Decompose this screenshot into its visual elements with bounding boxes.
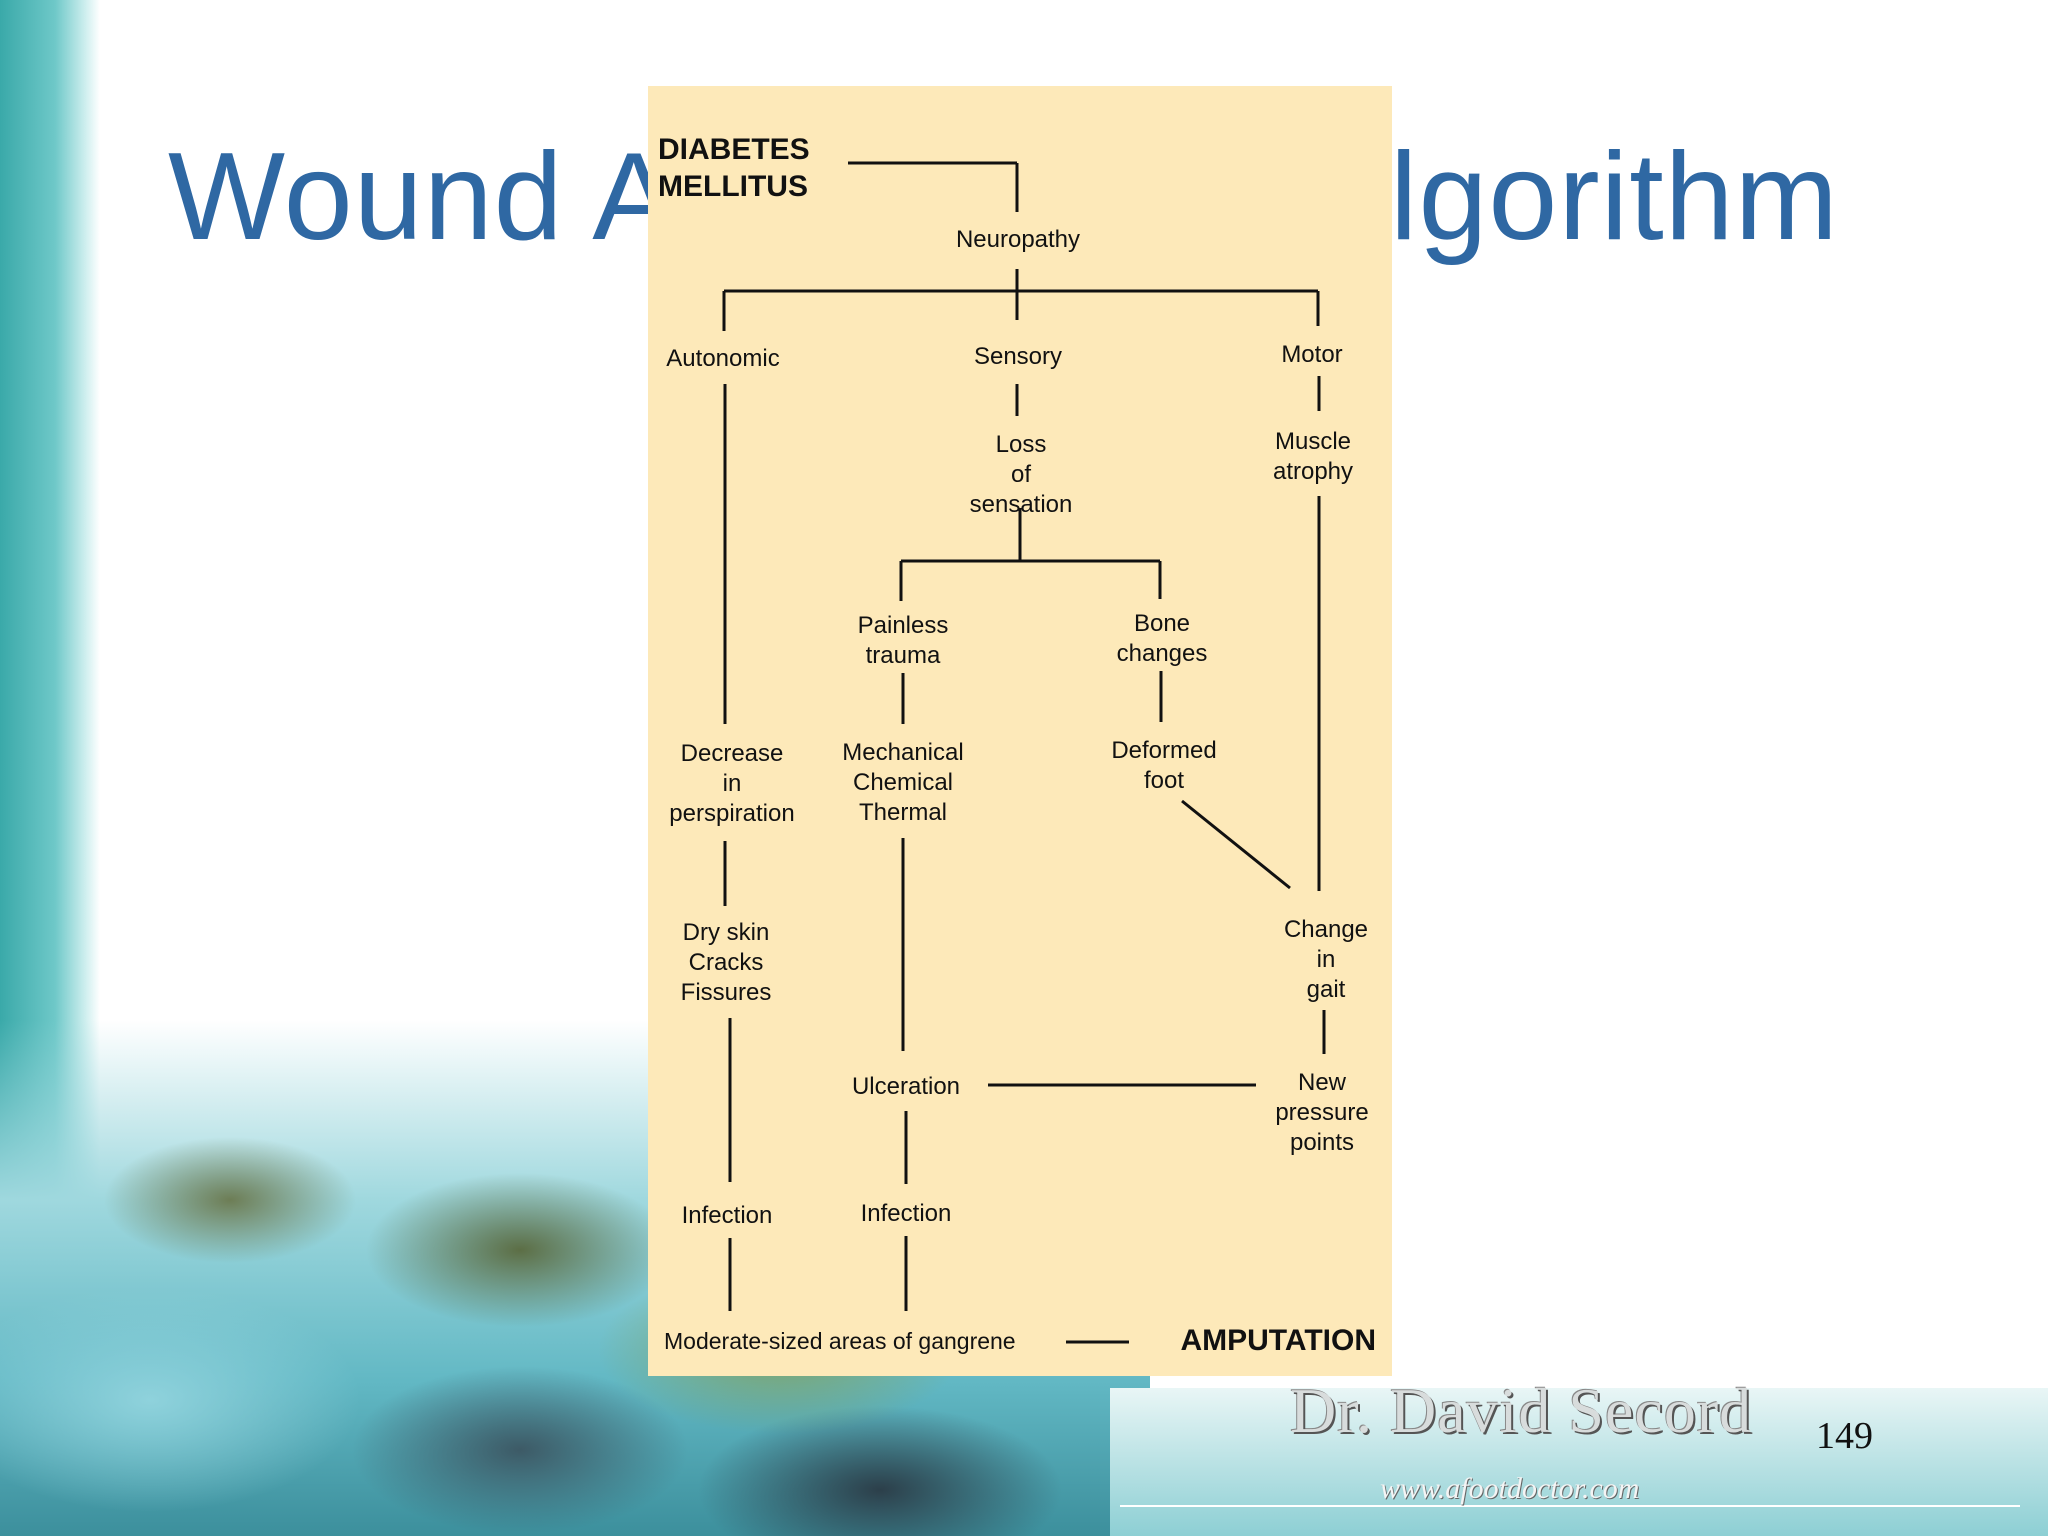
- node-text-line: MELLITUS: [658, 170, 808, 203]
- node-text-line: Painless: [858, 612, 949, 639]
- node-text-line: changes: [1117, 640, 1208, 667]
- node-atrophy: Muscle atrophy: [1273, 428, 1353, 485]
- node-deformed: Deformed foot: [1111, 737, 1216, 794]
- node-text-line: Change: [1284, 916, 1368, 943]
- footer-divider: [1120, 1505, 2020, 1507]
- page-number: 149: [1816, 1415, 1873, 1457]
- node-text-line: Autonomic: [666, 345, 779, 372]
- node-pressure: New pressure points: [1275, 1069, 1368, 1156]
- node-infection-mid: Infection: [861, 1200, 952, 1227]
- node-text-line: foot: [1144, 767, 1184, 794]
- node-text-line: gait: [1307, 976, 1346, 1003]
- footer-band: [1110, 1388, 2048, 1536]
- node-text-line: sensation: [970, 491, 1073, 518]
- node-painless: Painless trauma: [858, 612, 949, 669]
- node-gangrene: Moderate-sized areas of gangrene: [664, 1328, 1016, 1354]
- node-text-line: Fissures: [681, 979, 772, 1006]
- node-text-line: Loss: [996, 431, 1047, 458]
- node-text-line: Sensory: [974, 343, 1062, 370]
- node-text-line: Moderate-sized areas of gangrene: [664, 1328, 1016, 1354]
- node-text-line: points: [1290, 1129, 1354, 1156]
- node-text-line: Motor: [1281, 341, 1342, 368]
- node-text-line: Neuropathy: [956, 226, 1080, 253]
- node-text-line: of: [1011, 461, 1031, 488]
- footer-url: www.afootdoctor.com: [1380, 1472, 1640, 1505]
- node-sensory: Sensory: [974, 343, 1062, 370]
- node-ulceration: Ulceration: [852, 1073, 960, 1100]
- node-text-line: in: [1317, 946, 1336, 973]
- node-text-line: Deformed: [1111, 737, 1216, 764]
- node-amputation: AMPUTATION: [1180, 1324, 1376, 1357]
- node-text-line: atrophy: [1273, 458, 1353, 485]
- node-motor: Motor: [1281, 341, 1342, 368]
- node-text-line: pressure: [1275, 1099, 1368, 1126]
- node-text-line: perspiration: [669, 800, 794, 827]
- node-text-line: AMPUTATION: [1180, 1324, 1376, 1357]
- node-loss: Loss of sensation: [970, 431, 1073, 518]
- node-gait: Change in gait: [1284, 916, 1368, 1003]
- node-text-line: Infection: [682, 1202, 773, 1229]
- node-text-line: trauma: [866, 642, 941, 669]
- node-text-line: Cracks: [689, 949, 764, 976]
- node-text-line: Chemical: [853, 769, 953, 796]
- node-text-line: Thermal: [859, 799, 947, 826]
- node-text-line: New: [1298, 1069, 1347, 1096]
- node-text-line: Muscle: [1275, 428, 1351, 455]
- node-root: DIABETES MELLITUS: [658, 133, 810, 203]
- node-bone: Bone changes: [1117, 610, 1208, 667]
- connector-line: [1181, 799, 1291, 890]
- node-text-line: Mechanical: [842, 739, 963, 766]
- node-autonomic: Autonomic: [666, 345, 779, 372]
- node-decrease: Decrease in perspiration: [669, 740, 794, 827]
- node-text-line: Bone: [1134, 610, 1190, 637]
- node-neuropathy: Neuropathy: [956, 226, 1080, 253]
- node-text-line: Ulceration: [852, 1073, 960, 1100]
- node-text-line: Dry skin: [683, 919, 770, 946]
- node-text-line: in: [723, 770, 742, 797]
- node-text-line: Infection: [861, 1200, 952, 1227]
- footer-signature: Dr. David Secord: [1290, 1375, 1753, 1446]
- node-infection-left: Infection: [682, 1202, 773, 1229]
- node-text-line: Decrease: [681, 740, 784, 767]
- node-text-line: DIABETES: [658, 133, 810, 166]
